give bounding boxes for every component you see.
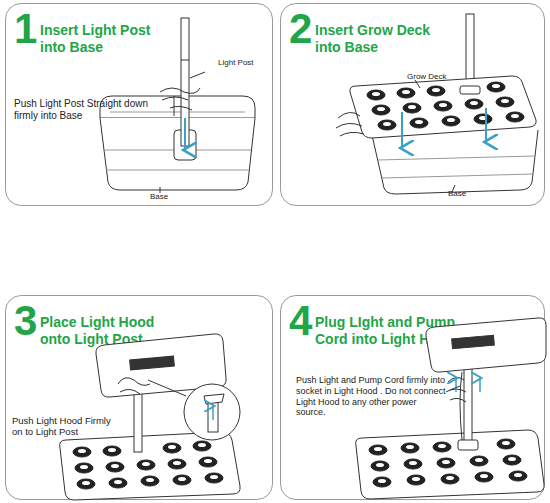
instruction-note: Push Light Hood Firmly on to Light Post <box>12 415 112 438</box>
step-number: 1 <box>14 8 37 50</box>
step-number: 2 <box>289 8 312 50</box>
instruction-note: Push Light Post Straight down firmly int… <box>14 98 149 122</box>
step-title: Insert Grow Deck into Base <box>315 22 450 56</box>
part-label: Light Post <box>218 58 278 68</box>
part-label: Grow Deck <box>407 72 467 82</box>
step-title: Insert Light Post into Base <box>40 22 175 56</box>
step-number: 4 <box>289 300 312 342</box>
cord-illustration <box>356 318 546 499</box>
part-label: Base <box>448 189 488 199</box>
instruction-note: Push Light and Pump Cord firmly into soc… <box>296 375 446 418</box>
grow-deck-illustration <box>336 14 538 194</box>
step-number: 3 <box>14 300 37 342</box>
part-label: Base <box>150 192 190 202</box>
